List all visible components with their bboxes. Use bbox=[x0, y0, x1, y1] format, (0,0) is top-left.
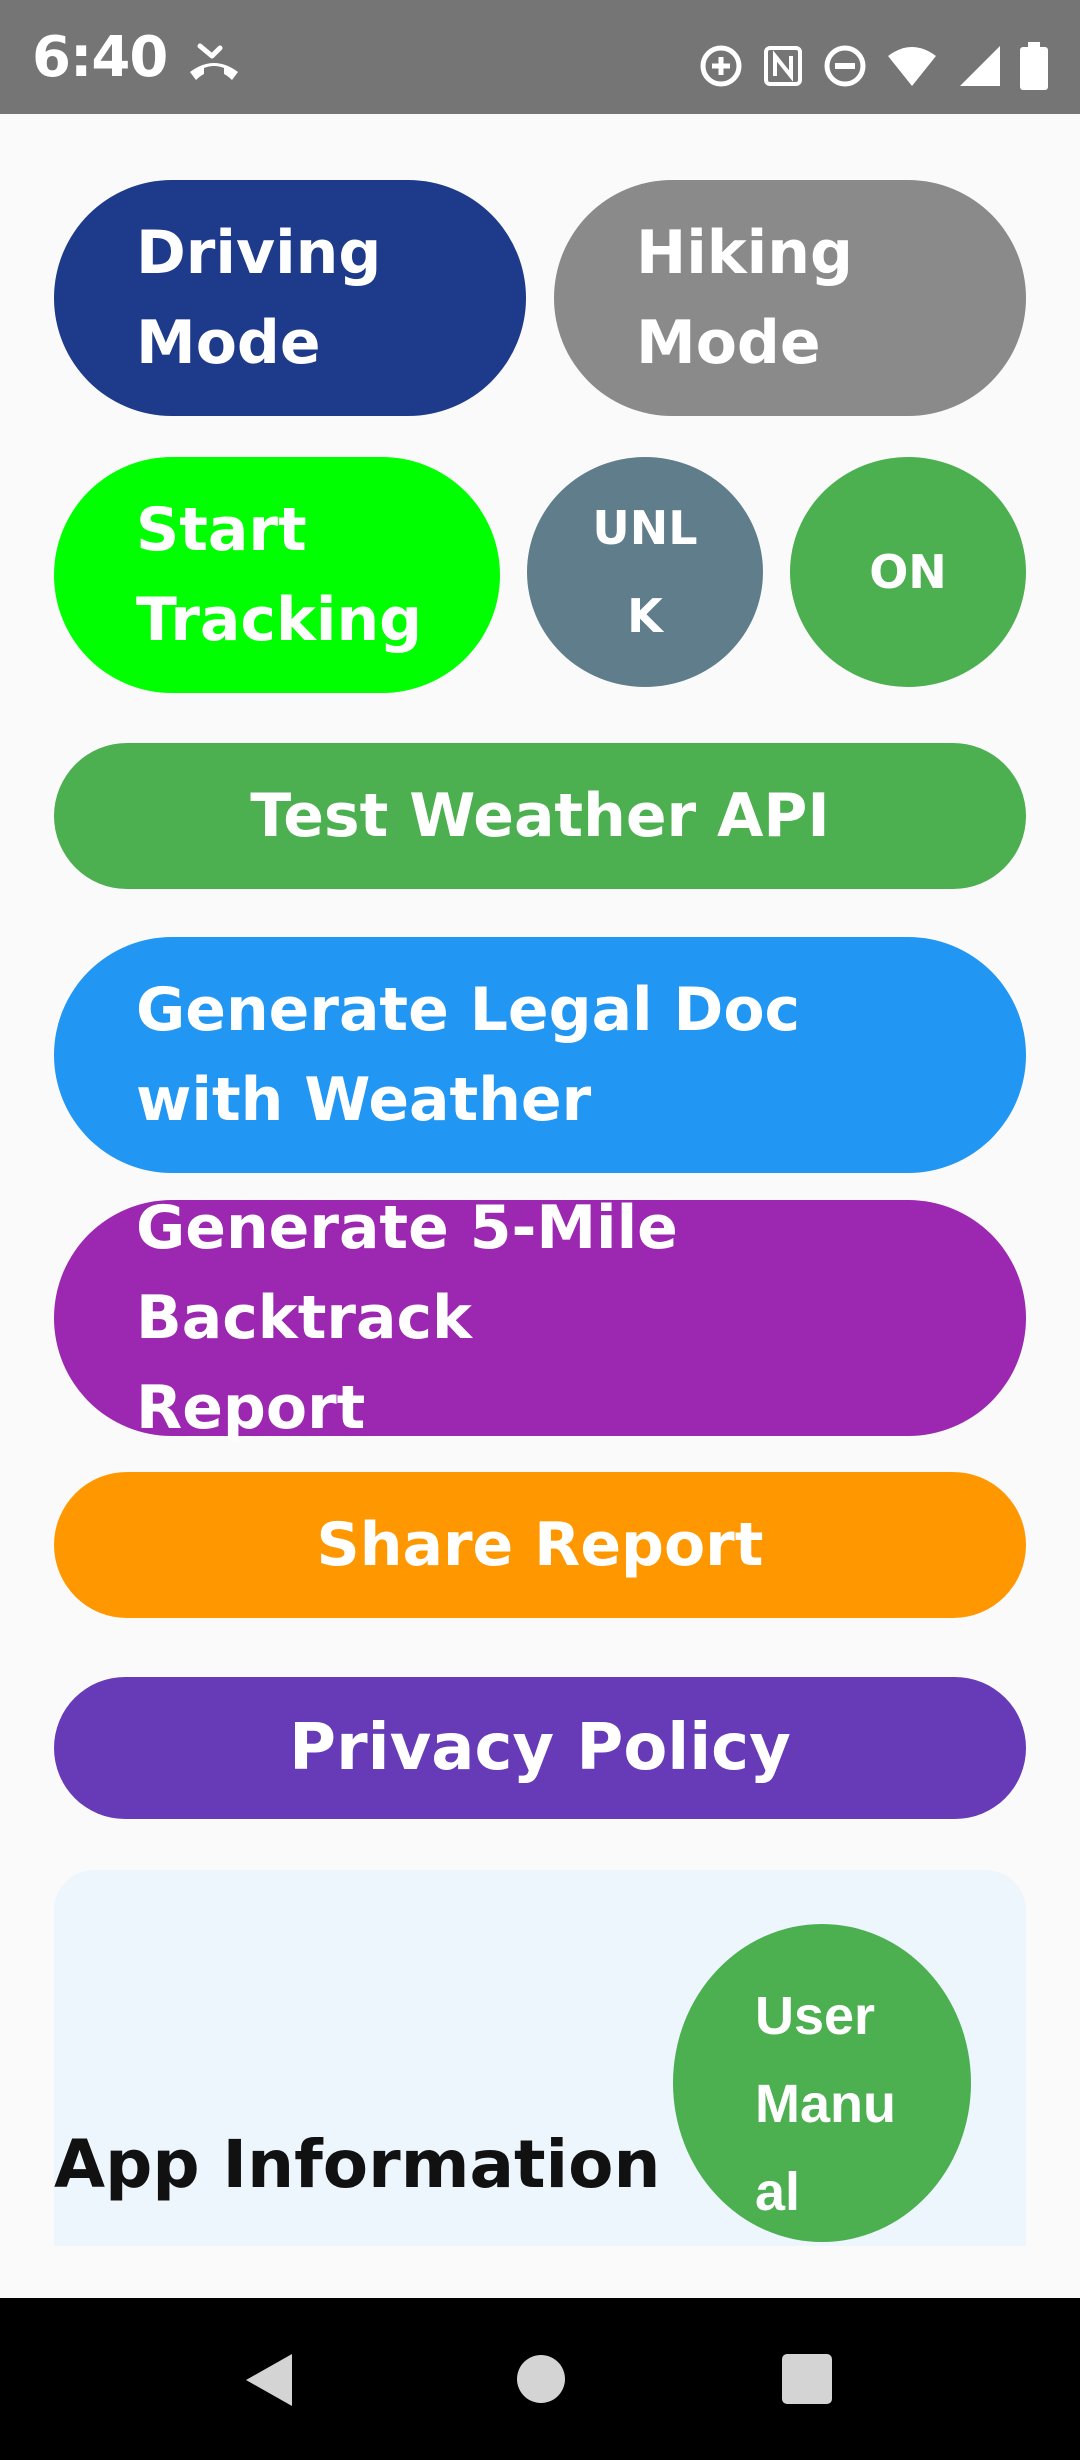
cell-signal-icon bbox=[960, 46, 1000, 86]
back-icon[interactable] bbox=[242, 2352, 294, 2408]
recents-icon[interactable] bbox=[782, 2354, 832, 2404]
status-icons bbox=[698, 36, 1048, 96]
driving-mode-button[interactable]: Driving Mode bbox=[54, 180, 526, 416]
share-report-button[interactable]: Share Report bbox=[54, 1472, 1026, 1618]
driving-mode-label: Driving Mode bbox=[136, 218, 382, 378]
privacy-policy-label: Privacy Policy bbox=[289, 1711, 791, 1785]
unlock-button[interactable]: UNLK bbox=[527, 457, 763, 687]
start-tracking-button[interactable]: Start Tracking bbox=[54, 457, 500, 693]
hiking-mode-label: Hiking Mode bbox=[636, 218, 853, 378]
user-manual-button[interactable]: User Manual bbox=[673, 1924, 971, 2242]
hiking-mode-button[interactable]: Hiking Mode bbox=[554, 180, 1026, 416]
generate-backtrack-report-label: Generate 5-Mile Backtrack Report bbox=[136, 1193, 678, 1443]
do-not-disturb-icon bbox=[824, 45, 866, 87]
user-manual-label: User Manual bbox=[755, 1986, 896, 2222]
generate-legal-doc-button[interactable]: Generate Legal Doc with Weather bbox=[54, 937, 1026, 1173]
share-report-label: Share Report bbox=[316, 1510, 764, 1580]
on-toggle-label: ON bbox=[869, 545, 947, 599]
unlock-label: UNLK bbox=[592, 501, 698, 643]
data-saver-icon bbox=[700, 45, 742, 87]
start-tracking-label: Start Tracking bbox=[136, 495, 423, 655]
test-weather-api-button[interactable]: Test Weather API bbox=[54, 743, 1026, 889]
status-bar: 6:40 bbox=[0, 0, 1080, 114]
test-weather-api-label: Test Weather API bbox=[250, 781, 830, 851]
on-toggle-button[interactable]: ON bbox=[790, 457, 1026, 687]
privacy-policy-button[interactable]: Privacy Policy bbox=[54, 1677, 1026, 1819]
app-info-title: App Information bbox=[54, 2126, 661, 2203]
generate-legal-doc-label: Generate Legal Doc with Weather bbox=[136, 975, 801, 1135]
wifi-icon bbox=[888, 47, 936, 86]
battery-icon bbox=[1020, 42, 1048, 90]
missed-call-icon bbox=[190, 43, 238, 80]
status-time: 6:40 bbox=[32, 25, 168, 90]
generate-backtrack-report-button[interactable]: Generate 5-Mile Backtrack Report bbox=[54, 1193, 1026, 1443]
nfc-icon bbox=[764, 46, 802, 86]
home-icon[interactable] bbox=[516, 2354, 566, 2404]
